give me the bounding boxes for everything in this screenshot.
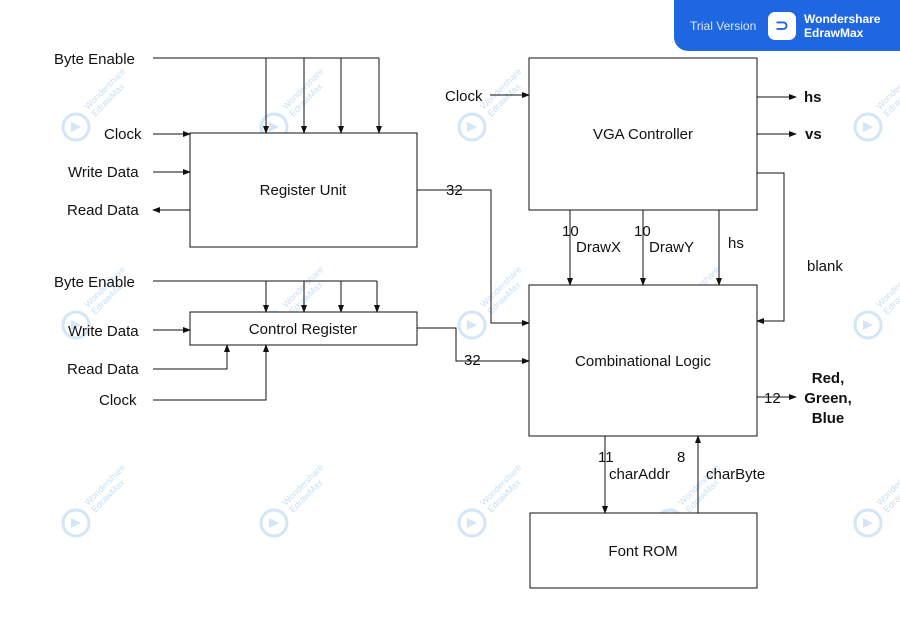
charbyte-label: charByte xyxy=(706,466,765,483)
bus-32-a-label: 32 xyxy=(446,182,463,199)
drawx-label: DrawX xyxy=(576,239,621,256)
byte-enable-2-label: Byte Enable xyxy=(54,274,135,291)
drawy-width-label: 10 xyxy=(634,223,651,240)
bus-32-b-label: 32 xyxy=(464,352,481,369)
charaddr-label: charAddr xyxy=(609,466,670,483)
vs-output-label: vs xyxy=(805,126,822,143)
control-register-block xyxy=(189,311,418,346)
trial-version-badge: Trial Version ⊃ Wondershare EdrawMax xyxy=(674,0,900,51)
vga-controller-block xyxy=(528,57,758,211)
vga-controller-title: VGA Controller xyxy=(593,126,693,143)
register-unit-bus-32 xyxy=(417,189,530,326)
charaddr-width-label: 11 xyxy=(598,449,614,466)
clock-1-label: Clock xyxy=(104,126,142,143)
byte-enable-1-label: Byte Enable xyxy=(54,51,135,68)
read-data-2-label: Read Data xyxy=(67,361,139,378)
edrawmax-logo-icon: ⊃ xyxy=(768,11,796,40)
register-unit-block xyxy=(189,132,418,248)
combinational-logic-title: Combinational Logic xyxy=(575,353,711,370)
rgb-label-red: Red, xyxy=(812,370,845,387)
write-data-1-label: Write Data xyxy=(68,164,139,181)
rgb-label-blue: Blue xyxy=(812,410,845,427)
charbyte-width-label: 8 xyxy=(677,449,685,466)
brand-name: Wondershare EdrawMax xyxy=(804,12,880,40)
drawx-width-label: 10 xyxy=(562,223,579,240)
rgb-width-label: 12 xyxy=(764,390,781,407)
hs-internal-label: hs xyxy=(728,235,744,252)
rgb-label-green: Green, xyxy=(804,390,852,407)
write-data-2-label: Write Data xyxy=(68,323,139,340)
font-rom-block xyxy=(529,512,758,589)
combinational-logic-block xyxy=(528,284,758,437)
brand-line-1: Wondershare xyxy=(804,11,881,26)
blank-label: blank xyxy=(807,258,843,275)
font-rom-title: Font ROM xyxy=(608,543,677,560)
trial-version-label: Trial Version xyxy=(690,18,757,33)
hs-output-label: hs xyxy=(804,89,822,106)
drawy-label: DrawY xyxy=(649,239,694,256)
vga-clock-label: Clock xyxy=(445,88,483,105)
register-unit-title: Register Unit xyxy=(260,182,348,199)
clock-2-wire xyxy=(153,344,269,401)
brand-line-2: EdrawMax xyxy=(804,25,864,40)
clock-2-label: Clock xyxy=(99,392,137,409)
control-register-title: Control Register xyxy=(249,321,357,338)
read-data-1-label: Read Data xyxy=(67,202,139,219)
blank-wire xyxy=(756,172,785,324)
control-register-bus-32 xyxy=(417,327,530,364)
read-data-2-wire xyxy=(153,344,230,370)
